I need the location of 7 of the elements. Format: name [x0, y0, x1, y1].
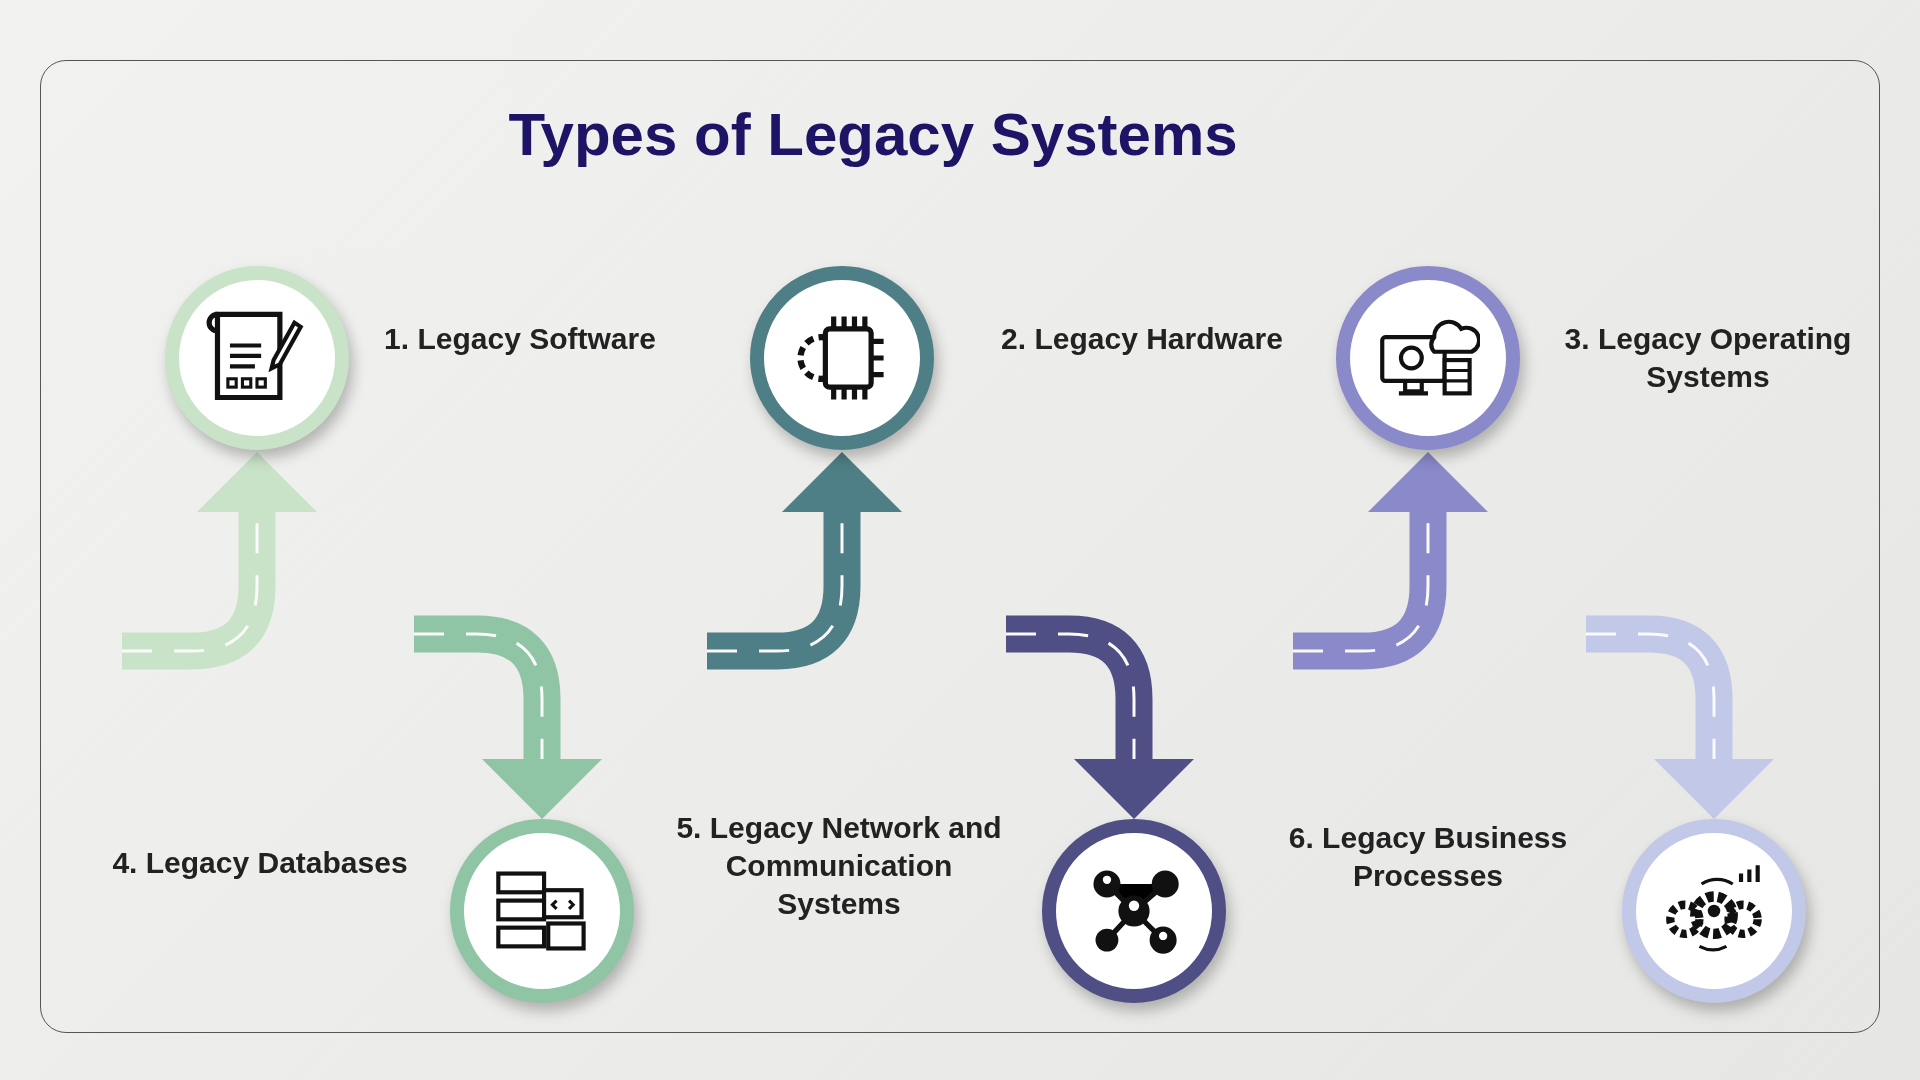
node-label: 2. Legacy Hardware	[1000, 321, 1284, 357]
node-label: 1. Legacy Software	[383, 321, 657, 357]
title: Types of Legacy Systems	[508, 100, 1238, 169]
node-label: 3. Legacy Operating Systems	[1563, 321, 1853, 395]
node-label: 5. Legacy Network and Communication Systems	[675, 810, 1003, 922]
node-label: 6. Legacy Business Processes	[1287, 820, 1569, 894]
node-label: 4. Legacy Databases	[111, 845, 409, 881]
